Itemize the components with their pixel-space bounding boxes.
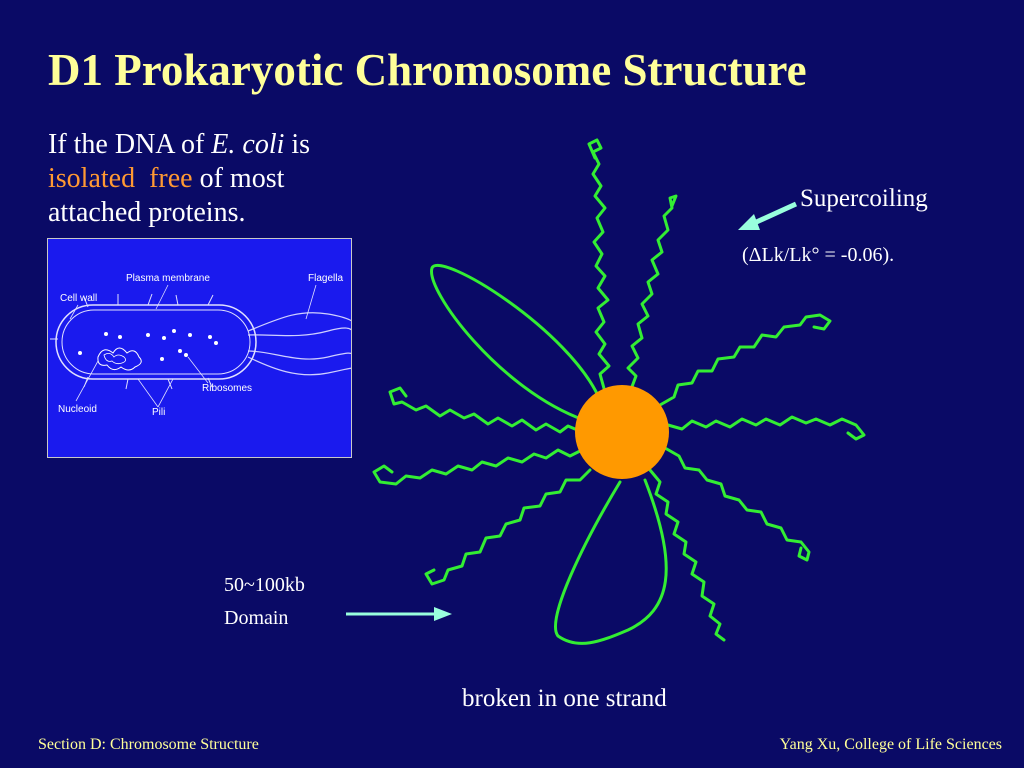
nucleoid-label: Nucleoid [58,404,97,415]
chromosome-core [575,385,669,479]
intro-text: If the DNA of E. coli is isolated free o… [48,128,388,230]
flagella-label: Flagella [308,273,344,284]
domain-arrow [346,607,452,621]
supercoiled-strand [663,446,811,562]
supercoiling-arrow [738,201,798,230]
supercoiled-strand [648,468,726,642]
supercoiled-strand [658,313,832,407]
supercoiled-strand [372,448,584,486]
dna-domains [372,138,866,645]
intro-line-1: If the DNA of E. coli is [48,129,311,160]
domain-size-label: 50~100kb [224,574,305,596]
supercoiling-label: Supercoiling [800,185,928,212]
broken-strand-label: broken in one strand [462,685,667,712]
supercoiled-strand [587,138,611,394]
isolated-word: isolated [48,163,136,194]
plasma-membrane-label: Plasma membrane [126,273,210,284]
ribosomes-label: Ribosomes [202,383,253,394]
supercoiled-strand [666,415,866,441]
intro-line-3: attached proteins. [48,197,246,228]
ecoli-cell-illustration: Plasma membrane Flagella Cell wall Ribos… [47,238,352,458]
domain-label: Domain [224,607,289,629]
ecoli-cell-drawing [50,284,351,408]
supercoiled-strand [424,468,592,586]
relaxed-loop-upper [430,264,602,422]
relaxed-loop-lower [554,478,668,645]
supercoiled-strand [388,386,584,434]
slide-title: D1 Prokaryotic Chromosome Structure [48,45,807,95]
cell-wall-label: Cell wall [60,293,98,304]
pili-label: Pili [152,407,166,418]
footer-author: Yang Xu, College of Life Sciences [779,736,1002,753]
free-word: free [149,163,193,194]
supercoiled-strand [626,194,678,394]
footer-section: Section D: Chromosome Structure [38,736,259,753]
linking-number-label: (ΔLk/Lk° = -0.06). [742,244,895,266]
intro-line-2: isolated free of most [48,163,285,194]
